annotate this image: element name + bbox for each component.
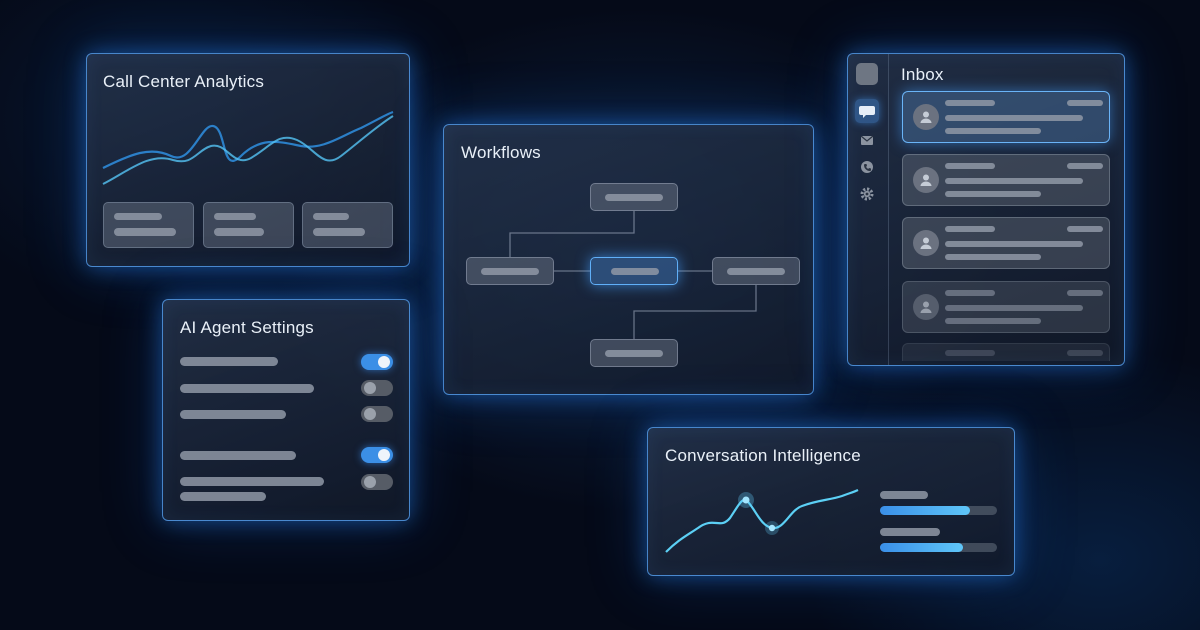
ai-agent-settings-title: AI Agent Settings: [180, 318, 314, 337]
setting-label-5b: [180, 492, 266, 501]
workflows-title: Workflows: [461, 143, 541, 162]
inbox-message-4[interactable]: [902, 281, 1110, 333]
inbox-sidebar: [848, 54, 889, 365]
inbox-message-2[interactable]: [902, 154, 1110, 206]
setting-toggle[interactable]: [361, 406, 393, 422]
conversation-intelligence-panel: Conversation Intelligence: [647, 427, 1015, 576]
workflow-node-top[interactable]: [590, 183, 678, 211]
analytics-line-chart: [102, 110, 394, 185]
setting-toggle[interactable]: [361, 474, 393, 490]
chart-point: [768, 524, 776, 532]
gear-icon[interactable]: [859, 186, 875, 202]
setting-toggle[interactable]: [361, 354, 393, 370]
avatar-icon: [913, 230, 939, 256]
setting-toggle[interactable]: [361, 447, 393, 463]
setting-label-2: [180, 384, 314, 393]
metric-card-3[interactable]: [302, 202, 393, 248]
setting-toggle[interactable]: [361, 380, 393, 396]
avatar-icon: [913, 167, 939, 193]
progress-track-2: [880, 543, 997, 552]
workflow-node-right[interactable]: [712, 257, 800, 285]
analytics-series-1: [102, 110, 394, 169]
inbox-message-3[interactable]: [902, 217, 1110, 269]
phone-icon[interactable]: [859, 159, 875, 175]
workflow-node-center[interactable]: [590, 257, 678, 285]
setting-label-1: [180, 357, 278, 366]
workflow-node-left[interactable]: [466, 257, 554, 285]
inbox-message-5[interactable]: [902, 343, 1110, 361]
metric-card-1[interactable]: [103, 202, 194, 248]
setting-label-3: [180, 410, 286, 419]
avatar-icon: [913, 294, 939, 320]
mail-icon[interactable]: [859, 132, 875, 148]
progress-fill-2: [880, 543, 964, 552]
progress-fill-1: [880, 506, 971, 515]
workflows-panel: Workflows: [443, 124, 814, 395]
app-logo-icon[interactable]: [856, 63, 878, 85]
chart-point: [742, 496, 750, 504]
inbox-panel: Inbox: [847, 53, 1125, 366]
workflow-connectors: [509, 211, 757, 339]
ai-agent-settings-panel: AI Agent Settings: [162, 299, 410, 521]
setting-label-5a: [180, 477, 324, 486]
setting-label-4: [180, 451, 296, 460]
metric-card-2[interactable]: [203, 202, 294, 248]
analytics-series-2: [102, 115, 394, 185]
progress-track-1: [880, 506, 997, 515]
call-center-analytics-panel: Call Center Analytics: [86, 53, 410, 267]
metric-label-2: [880, 528, 940, 536]
avatar-icon: [913, 104, 939, 130]
chat-icon[interactable]: [855, 99, 879, 123]
metric-label-1: [880, 491, 928, 499]
workflow-node-bottom[interactable]: [590, 339, 678, 367]
conversation-intelligence-title: Conversation Intelligence: [665, 446, 861, 465]
sentiment-line-chart: [665, 489, 859, 553]
inbox-title: Inbox: [901, 65, 944, 84]
call-center-analytics-title: Call Center Analytics: [103, 72, 265, 91]
inbox-message-1[interactable]: [902, 91, 1110, 143]
